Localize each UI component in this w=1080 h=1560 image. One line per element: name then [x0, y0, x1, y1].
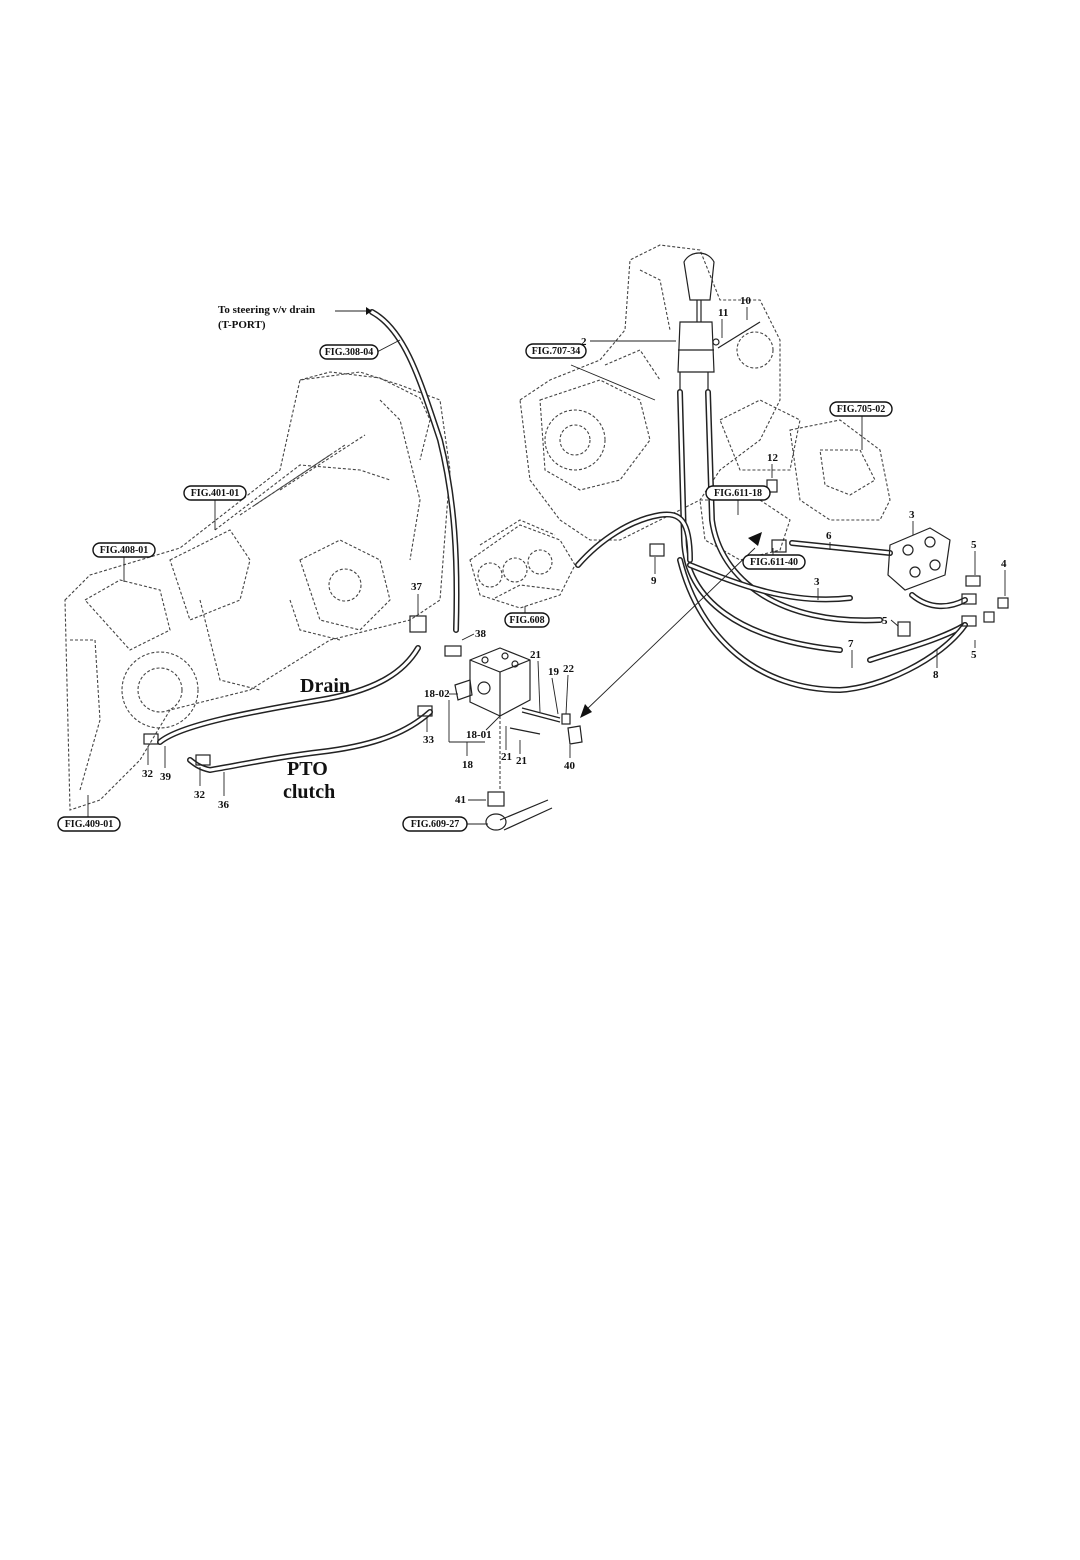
svg-text:22: 22	[563, 663, 575, 675]
fig-tag-707-34: FIG.707-34	[526, 344, 655, 400]
svg-text:5: 5	[971, 539, 977, 551]
fig-tag-705-02: FIG.705-02	[830, 402, 892, 450]
svg-text:18-01: 18-01	[466, 729, 492, 741]
svg-text:FIG.608: FIG.608	[509, 615, 544, 626]
fig-tag-308-04: FIG.308-04	[320, 340, 400, 359]
fig-tag-611-18: FIG.611-18	[706, 486, 770, 515]
svg-text:32: 32	[142, 768, 154, 780]
fig-tag-609-27: FIG.609-27	[403, 817, 488, 831]
svg-text:FIG.611-18: FIG.611-18	[714, 488, 762, 499]
steering-note-line2: (T-PORT)	[218, 319, 266, 331]
svg-text:21: 21	[530, 649, 541, 661]
svg-text:FIG.705-02: FIG.705-02	[837, 404, 886, 415]
svg-text:40: 40	[564, 760, 576, 772]
svg-text:37: 37	[411, 581, 423, 593]
svg-text:4: 4	[1001, 558, 1007, 570]
svg-text:21: 21	[516, 755, 527, 767]
svg-text:FIG.308-04: FIG.308-04	[325, 347, 374, 358]
fig-tag-401-01: FIG.401-01	[184, 486, 246, 530]
svg-text:FIG.409-01: FIG.409-01	[65, 819, 114, 830]
pto-label: PTO	[287, 758, 328, 780]
joystick-hoses	[680, 392, 880, 650]
svg-text:FIG.408-01: FIG.408-01	[100, 545, 149, 556]
svg-text:10: 10	[740, 295, 752, 307]
svg-text:FIG.401-01: FIG.401-01	[191, 488, 240, 499]
svg-text:18: 18	[462, 759, 474, 771]
svg-text:33: 33	[423, 734, 435, 746]
svg-text:7: 7	[848, 638, 854, 650]
svg-text:5: 5	[971, 649, 977, 661]
svg-text:41: 41	[455, 794, 466, 806]
steering-note-line1: To steering v/v drain	[218, 304, 315, 316]
drain-label: Drain	[300, 675, 350, 697]
svg-text:11: 11	[718, 307, 728, 319]
svg-text:3: 3	[814, 576, 820, 588]
clutch-label: clutch	[283, 781, 335, 803]
svg-text:5: 5	[882, 615, 888, 627]
joystick-lever	[678, 253, 760, 392]
svg-text:2: 2	[581, 336, 587, 348]
center-valve-assembly	[470, 520, 575, 608]
fig-tag-608: FIG.608	[505, 606, 549, 627]
svg-text:19: 19	[548, 666, 560, 678]
svg-text:3: 3	[909, 509, 915, 521]
fig-tag-409-01: FIG.409-01	[58, 795, 120, 831]
svg-text:12: 12	[767, 452, 779, 464]
svg-text:9: 9	[651, 575, 657, 587]
svg-text:FIG.609-27: FIG.609-27	[411, 819, 460, 830]
fig-tag-408-01: FIG.408-01	[93, 543, 155, 582]
pointer-arrow	[580, 532, 762, 718]
svg-text:32: 32	[194, 789, 206, 801]
svg-text:21: 21	[501, 751, 512, 763]
svg-text:18-02: 18-02	[424, 688, 450, 700]
svg-text:FIG.707-34: FIG.707-34	[532, 346, 581, 357]
svg-text:36: 36	[218, 799, 230, 811]
svg-text:8: 8	[933, 669, 939, 681]
svg-text:39: 39	[160, 771, 172, 783]
drain-hose	[160, 648, 418, 742]
svg-text:6: 6	[826, 530, 832, 542]
svg-text:38: 38	[475, 628, 487, 640]
left-transmission-housing	[65, 372, 450, 810]
svg-text:FIG.611-40: FIG.611-40	[750, 557, 798, 568]
